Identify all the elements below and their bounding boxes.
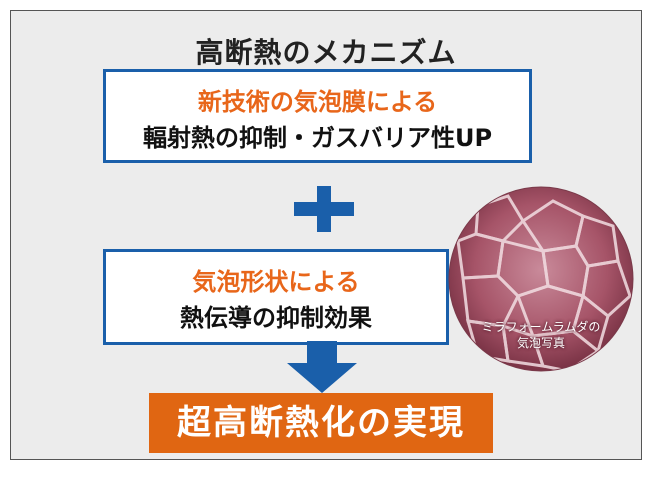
mechanism-box-bubble-film: 新技術の気泡膜による 輻射熱の抑制・ガスバリア性UP bbox=[103, 69, 532, 163]
bubble-film-effect: 輻射熱の抑制・ガスバリア性UP bbox=[142, 124, 493, 152]
down-arrow-icon bbox=[287, 341, 357, 393]
bubble-shape-effect: 熱伝導の抑制効果 bbox=[180, 304, 372, 332]
plus-icon bbox=[294, 186, 354, 232]
diagram-title: 高断熱のメカニズム bbox=[195, 36, 457, 69]
bubble-photo bbox=[448, 186, 634, 372]
photo-caption-line2: 気泡写真 bbox=[516, 336, 565, 350]
photo-caption: ミラフォームラムダの 気泡写真 bbox=[448, 319, 634, 351]
bubble-film-heading: 新技術の気泡膜による bbox=[197, 88, 438, 116]
photo-caption-line1: ミラフォームラムダの bbox=[481, 320, 601, 334]
mechanism-box-bubble-shape: 気泡形状による 熱伝導の抑制効果 bbox=[103, 249, 449, 345]
result-banner: 超高断熱化の実現 bbox=[149, 393, 493, 453]
bubble-shape-heading: 気泡形状による bbox=[192, 268, 360, 296]
diagram-panel: 高断熱のメカニズム 新技術の気泡膜による 輻射熱の抑制・ガスバリア性UP 気泡形… bbox=[10, 10, 642, 460]
